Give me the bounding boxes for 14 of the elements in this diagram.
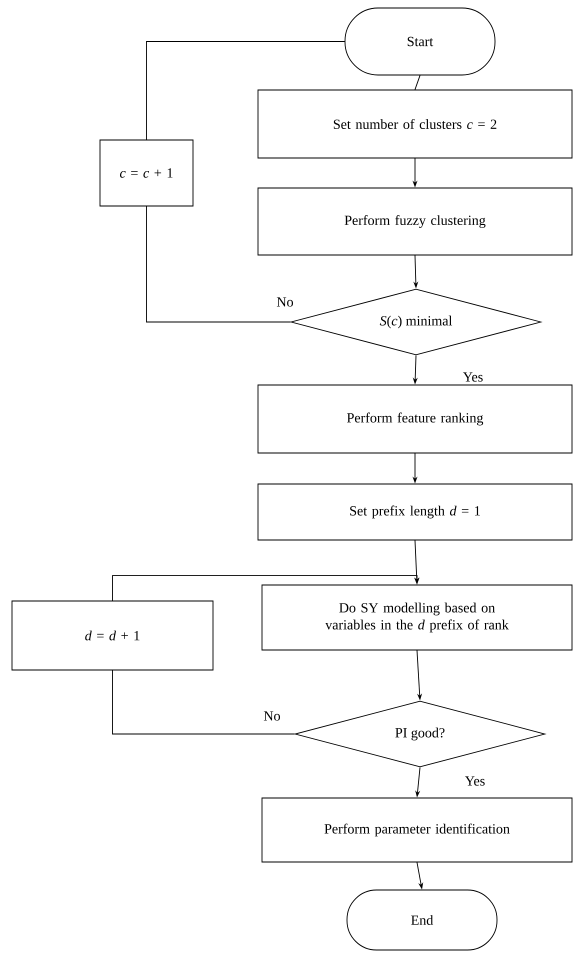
process-box: Set prefix length d = 1 [258, 484, 572, 540]
edge-label: Yes [464, 776, 485, 786]
edge-label: Yes [462, 372, 483, 382]
process-box: Do SY modelling based on variables in the d prefix of rank [262, 584, 572, 650]
process-box: Perform feature ranking [258, 384, 572, 454]
terminal-box: End [346, 890, 498, 950]
arrow [112, 575, 420, 601]
process-box: Perform parameter identification [262, 798, 572, 862]
terminal-box: Start [344, 8, 496, 76]
edge-label: No [264, 711, 280, 721]
process-box: Perform fuzzy clustering [258, 188, 572, 256]
process-box: Set number of clusters c = 2 [258, 90, 572, 158]
process-box: d = d + 1 [12, 600, 214, 670]
process-box: c = c + 1 [100, 140, 194, 206]
